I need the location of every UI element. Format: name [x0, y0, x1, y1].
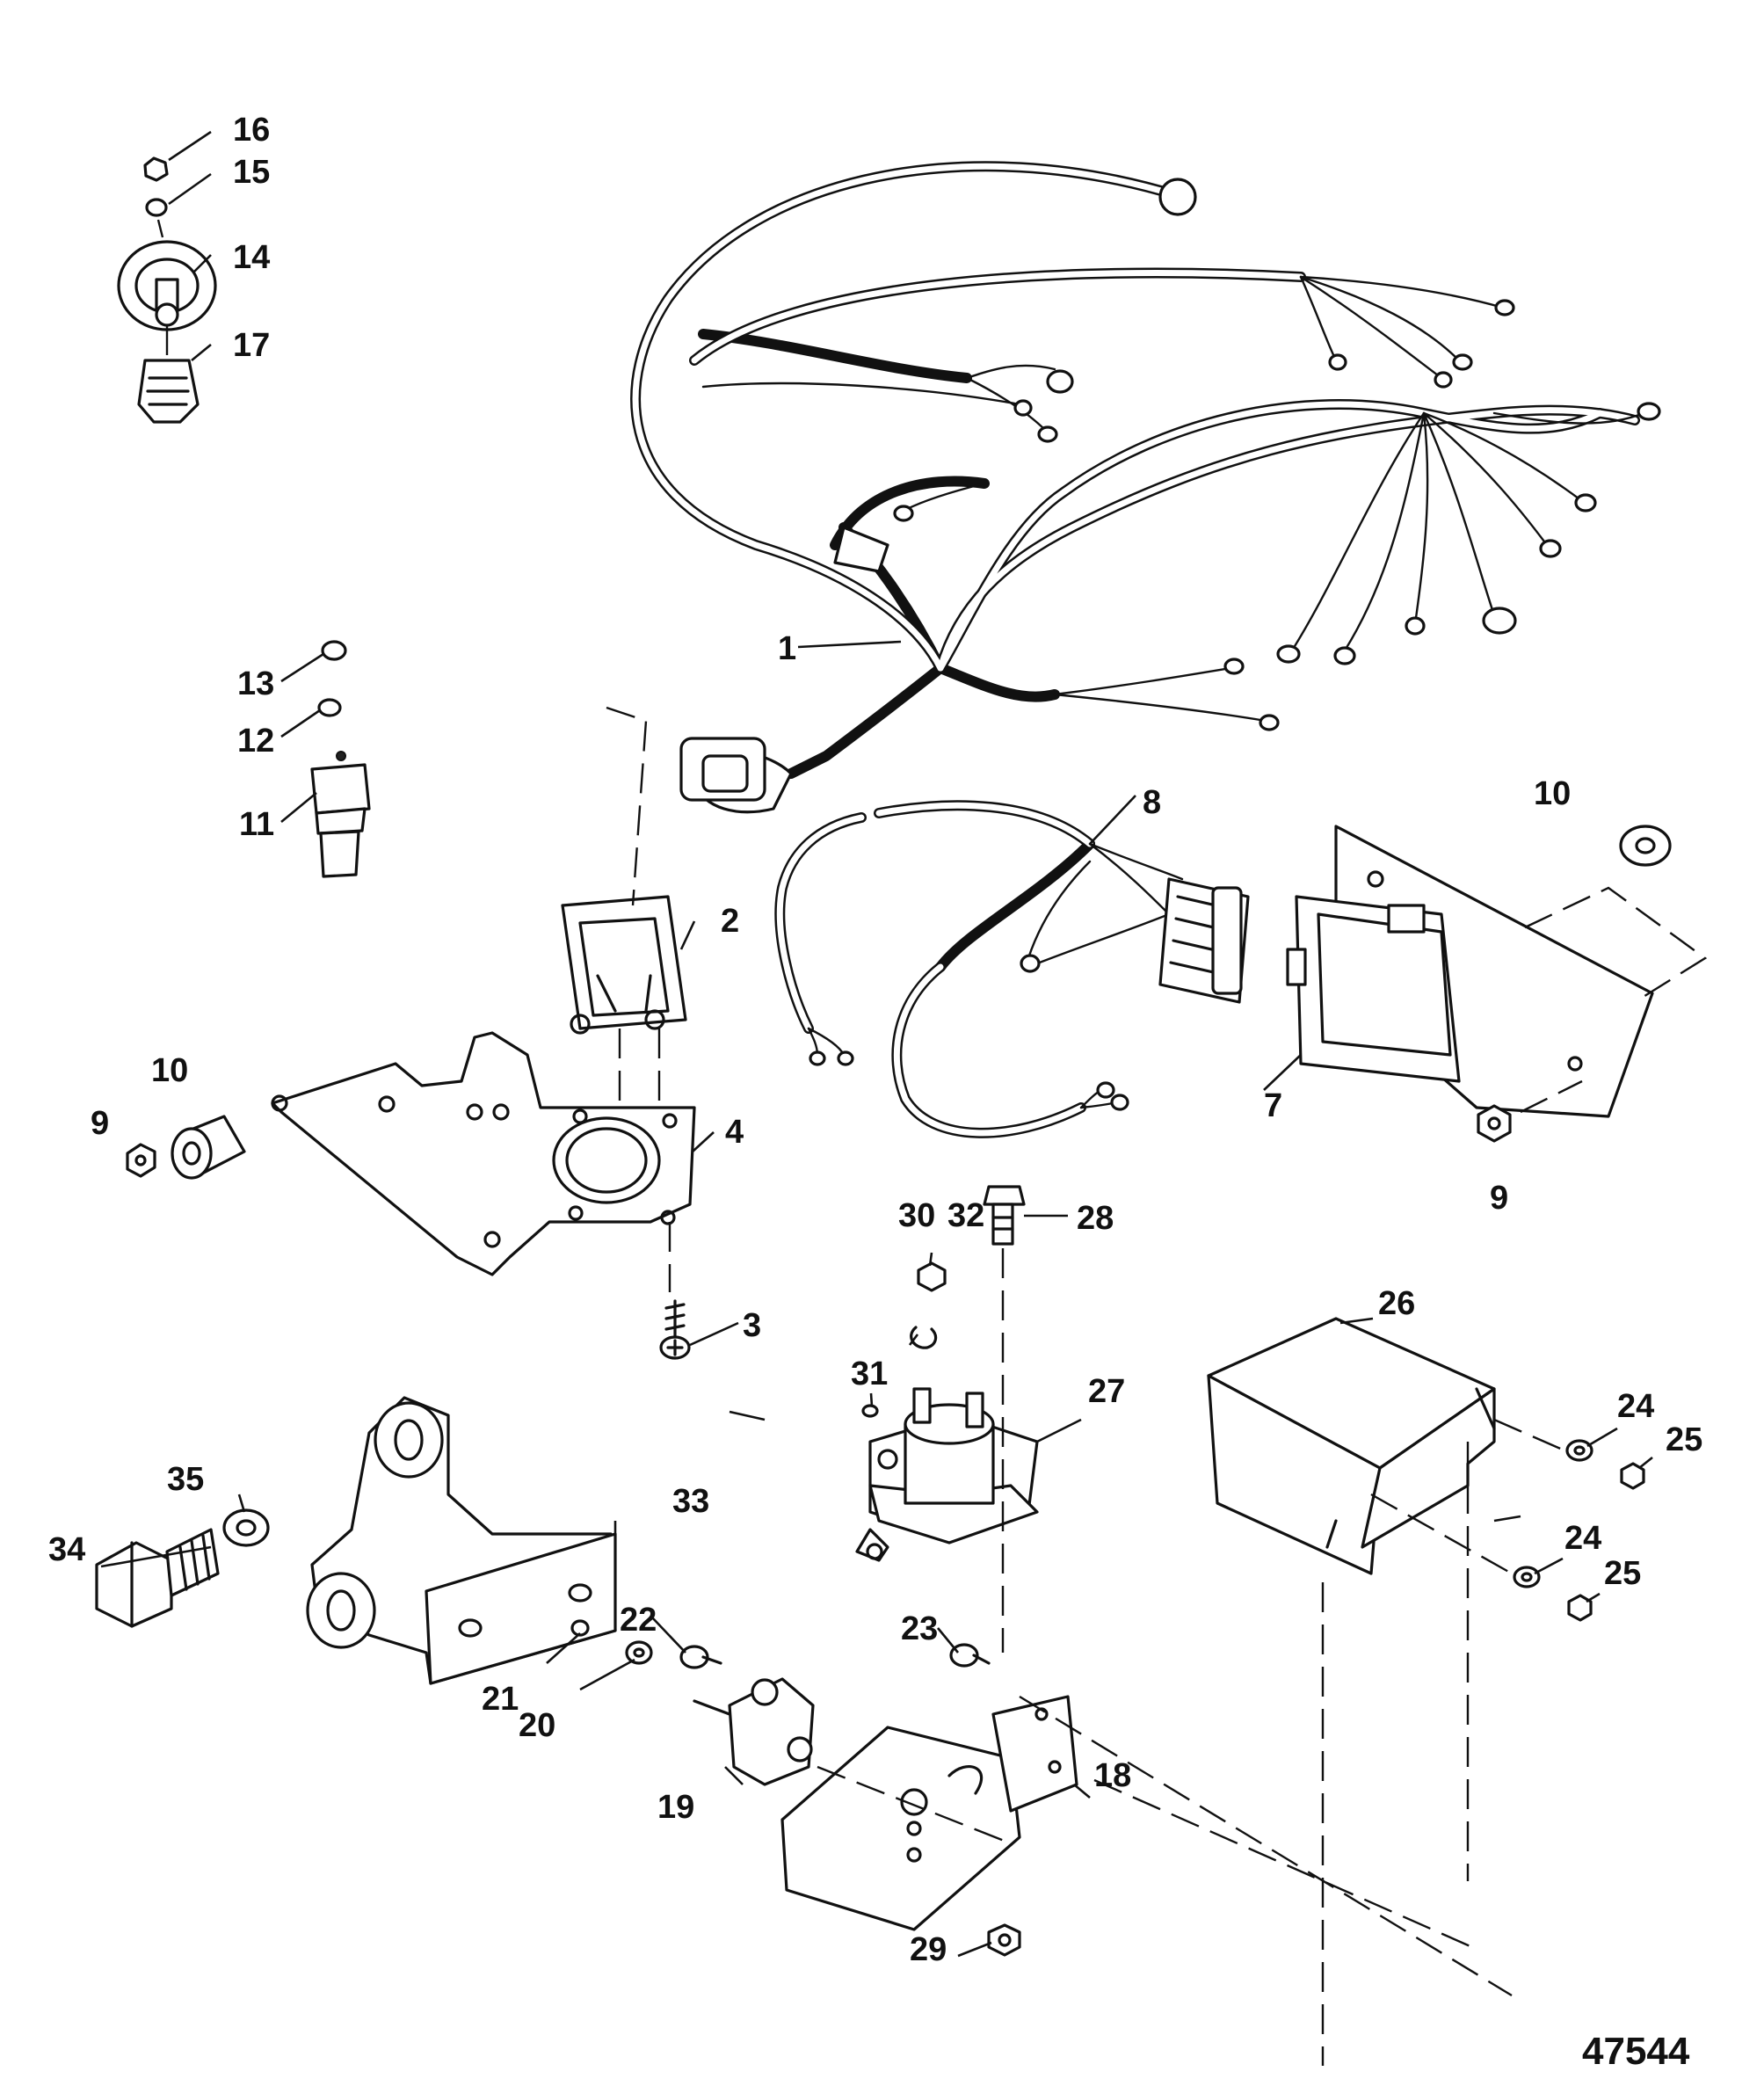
solenoid-hardware — [861, 1261, 947, 1418]
callout-34: 34 — [48, 1531, 85, 1568]
leader-lines — [100, 130, 1653, 1958]
callout-29: 29 — [910, 1931, 947, 1968]
callout-14: 14 — [233, 239, 270, 276]
nut-right — [1477, 1104, 1512, 1143]
callout-26: 26 — [1378, 1285, 1415, 1322]
ignition-module — [1286, 825, 1654, 1118]
hex-bolt — [95, 1528, 220, 1628]
callout-31: 31 — [851, 1356, 888, 1392]
callout-24-top: 24 — [1617, 1388, 1654, 1425]
callout-19: 19 — [657, 1789, 694, 1826]
switch-hardware — [570, 1619, 991, 1669]
callout-23: 23 — [901, 1610, 938, 1647]
callout-9-left: 9 — [91, 1105, 109, 1142]
neutral-safety-switch — [693, 1677, 815, 1786]
sender-assembly — [117, 156, 217, 424]
cover-hardware — [1513, 1439, 1645, 1622]
callout-32: 32 — [947, 1197, 984, 1234]
callout-2: 2 — [721, 903, 739, 940]
callout-15: 15 — [233, 154, 270, 191]
callout-25-bottom: 25 — [1604, 1555, 1641, 1592]
spacer-right — [1619, 825, 1672, 867]
callout-1: 1 — [778, 630, 796, 667]
bolt — [983, 1185, 1026, 1246]
mounting-plate — [271, 1031, 696, 1276]
callout-28: 28 — [1077, 1200, 1114, 1237]
callout-10-left: 10 — [151, 1052, 188, 1089]
callout-20: 20 — [519, 1707, 555, 1744]
callout-24-bottom: 24 — [1564, 1520, 1601, 1557]
engine-bracket — [306, 1396, 617, 1685]
callout-17: 17 — [233, 327, 270, 364]
callout-4: 4 — [725, 1114, 744, 1151]
callout-13: 13 — [237, 665, 274, 702]
callout-33: 33 — [672, 1483, 709, 1520]
callout-21: 21 — [482, 1681, 519, 1718]
cover — [1207, 1317, 1496, 1575]
callout-16: 16 — [233, 112, 270, 149]
callout-30: 30 — [898, 1197, 935, 1234]
callout-8: 8 — [1143, 784, 1161, 821]
solenoid-bracket — [780, 1695, 1078, 1931]
callout-22: 22 — [620, 1602, 657, 1639]
callout-labels: 16 15 14 17 13 12 11 1 8 10 2 4 7 9 10 9… — [48, 112, 1702, 1968]
solenoid — [855, 1387, 1039, 1562]
callout-3: 3 — [743, 1307, 761, 1344]
callout-7: 7 — [1264, 1087, 1282, 1124]
nut-bottom — [987, 1923, 1021, 1957]
lock-washer — [222, 1508, 270, 1547]
sub-harness — [774, 800, 1250, 1138]
callout-10-right: 10 — [1534, 775, 1571, 812]
callout-18: 18 — [1094, 1757, 1131, 1794]
callout-35: 35 — [167, 1461, 204, 1498]
callout-25-top: 25 — [1666, 1421, 1702, 1458]
spacer-left — [171, 1115, 246, 1180]
callout-11: 11 — [239, 806, 274, 843]
harness-connector — [1158, 877, 1250, 1004]
nut-left — [126, 1143, 156, 1178]
wiring-harness — [630, 161, 1661, 814]
temperature-sender — [310, 640, 371, 878]
callout-9-right: 9 — [1490, 1180, 1508, 1217]
callout-12: 12 — [237, 723, 274, 760]
screw — [659, 1299, 691, 1360]
callout-27: 27 — [1088, 1373, 1125, 1410]
figure-number: 47544 — [1582, 2030, 1690, 2073]
boot-grommet — [561, 895, 687, 1035]
